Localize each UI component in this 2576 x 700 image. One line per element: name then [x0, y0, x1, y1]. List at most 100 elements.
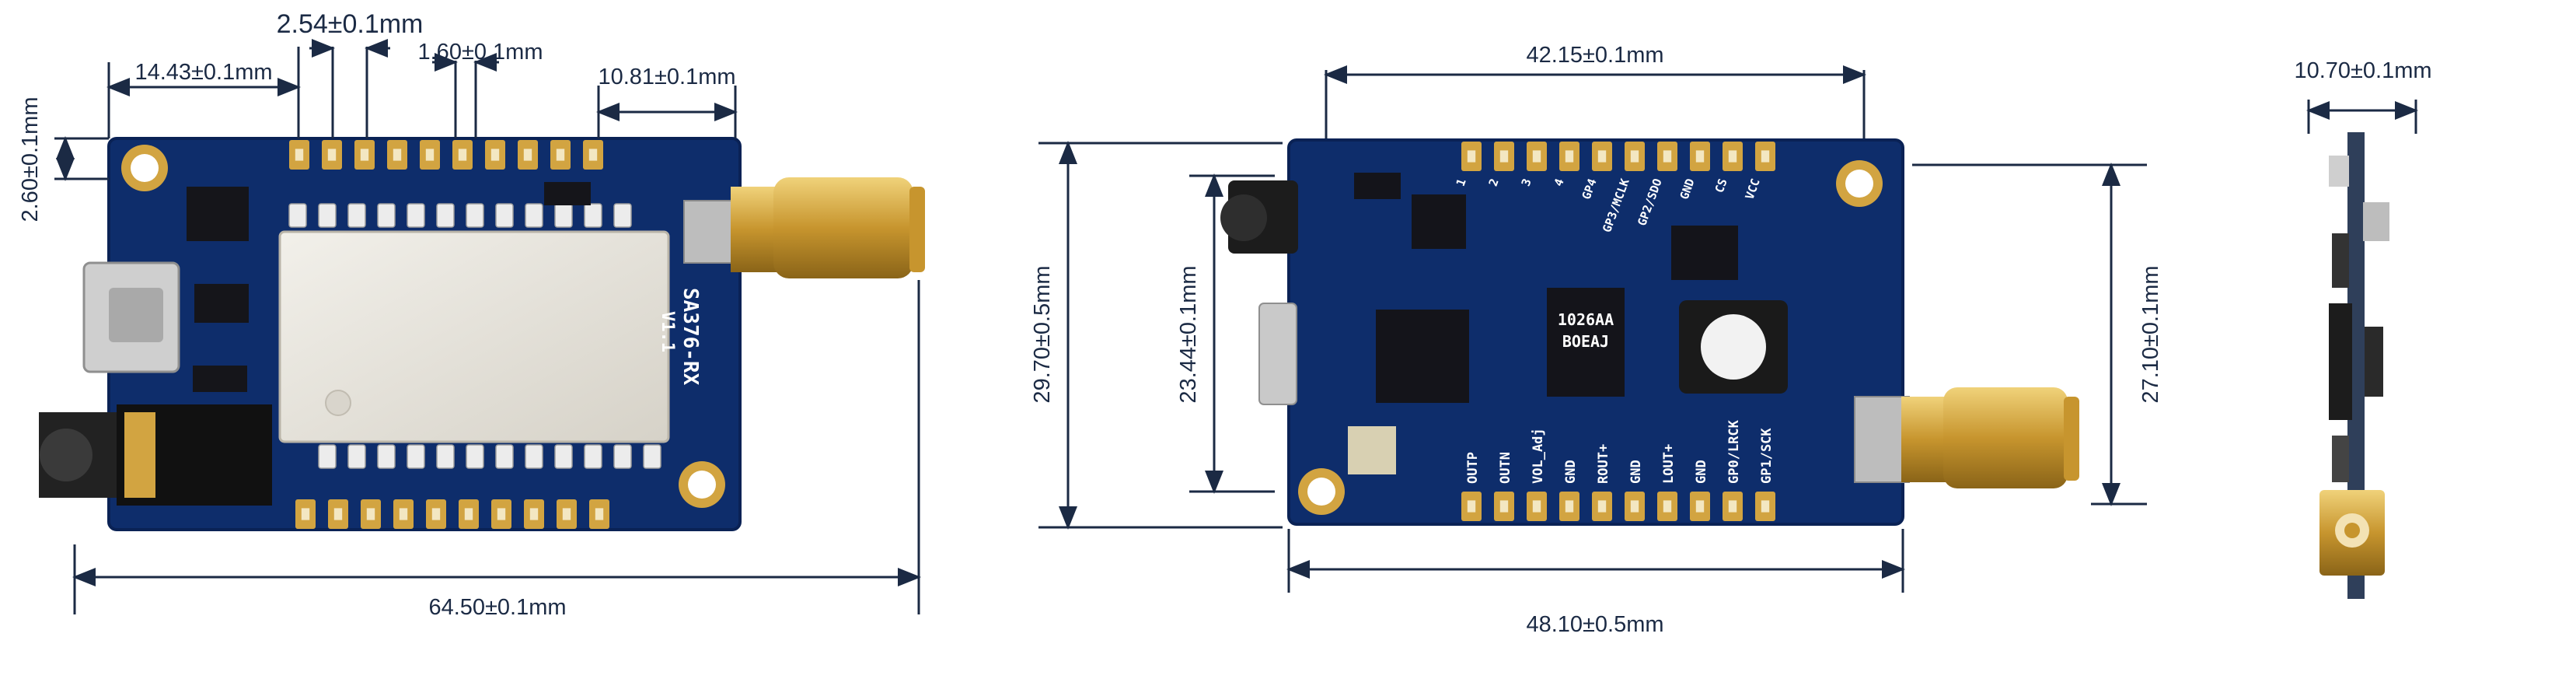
sma-antenna-connector — [683, 177, 925, 278]
header-pad — [459, 499, 479, 529]
shield-pins-bottom — [318, 444, 661, 469]
module-pin — [495, 203, 514, 228]
header-pad — [1559, 492, 1579, 521]
header-pad — [295, 499, 316, 529]
header-pad — [557, 499, 577, 529]
module-pin — [436, 203, 455, 228]
ic-chip — [1547, 288, 1625, 397]
module-pin — [407, 203, 425, 228]
pin-label: OUTN — [1498, 452, 1513, 484]
mounting-hole-icon — [1836, 160, 1883, 207]
module-pin — [584, 444, 602, 469]
side-component — [2363, 202, 2389, 241]
dim-bottom-width-label: 48.10±0.5mm — [1526, 612, 1663, 637]
pin-label: GP0/LRCK — [1726, 419, 1742, 484]
module-pin — [554, 203, 573, 228]
rf-shield-can — [278, 230, 670, 443]
module-pin — [377, 203, 396, 228]
header-pad — [426, 499, 446, 529]
top-view: SA376-RX V1.1 — [18, 9, 925, 620]
module-pin — [525, 203, 543, 228]
dimension-lines-top — [54, 39, 921, 614]
dim-right-height-label: 27.10±0.1mm — [2138, 265, 2163, 403]
ic-chip — [1671, 226, 1738, 280]
audio-jack — [39, 404, 272, 506]
dim-top-width-label: 42.15±0.1mm — [1526, 43, 1663, 68]
header-pad — [1625, 142, 1645, 171]
header-pad — [1625, 492, 1645, 521]
header-pad — [452, 140, 473, 170]
module-pin — [407, 444, 425, 469]
pin-label: VOL_Adj — [1531, 428, 1546, 484]
ic-chip — [1354, 173, 1401, 199]
pin-label: ROUT+ — [1596, 444, 1611, 484]
header-pad — [1494, 142, 1514, 171]
micro-usb-port — [82, 261, 180, 373]
header-pad — [322, 140, 342, 170]
header-pad — [1527, 142, 1547, 171]
header-pads-upper — [289, 140, 603, 170]
pin-label: OUTP — [1465, 452, 1481, 484]
module-pin — [436, 444, 455, 469]
ic-chip — [187, 187, 249, 241]
header-pad — [524, 499, 544, 529]
pin-label: GP1/SCK — [1759, 428, 1775, 484]
header-pad — [328, 499, 348, 529]
header-pad — [518, 140, 538, 170]
pin-label: CS — [1712, 177, 1730, 194]
module-pin — [318, 203, 337, 228]
dim-edge-offset-label: 2.60±0.1mm — [18, 97, 43, 222]
header-pad — [354, 140, 375, 170]
pin-label: GND — [1694, 460, 1709, 484]
header-pad — [491, 499, 511, 529]
dim-right-offset-label: 10.81±0.1mm — [598, 65, 735, 89]
rotary-switch-dial — [1701, 314, 1766, 380]
header-pads-lower — [1461, 492, 1775, 521]
ic-chip — [1348, 426, 1396, 474]
ic-chip — [193, 366, 247, 392]
module-pin — [288, 203, 307, 228]
header-pad — [1461, 492, 1482, 521]
pin-label: GND — [1628, 460, 1644, 484]
side-component — [2332, 436, 2349, 482]
audio-jack — [1220, 180, 1298, 254]
header-pad — [1755, 142, 1775, 171]
model-silkscreen: SA376-RX — [679, 288, 702, 386]
sma-antenna-connector — [1854, 387, 2079, 488]
header-pad — [1690, 492, 1710, 521]
chip-a-label: 1026AA — [1558, 310, 1614, 329]
header-pad — [1592, 142, 1612, 171]
dim-left-offset-label: 14.43±0.1mm — [134, 60, 272, 85]
header-pads-lower — [295, 499, 609, 529]
ic-chip — [1376, 310, 1469, 403]
sma-connector-end — [2319, 490, 2385, 576]
module-pin — [347, 203, 366, 228]
module-pin — [318, 444, 337, 469]
mounting-hole-icon — [1298, 468, 1345, 515]
module-pin — [377, 444, 396, 469]
side-component — [2365, 327, 2383, 397]
header-pad — [387, 140, 407, 170]
module-pin — [347, 444, 366, 469]
dimension-lines-side — [2306, 100, 2418, 134]
header-pad — [1657, 492, 1677, 521]
header-pad — [550, 140, 571, 170]
header-pad — [1755, 492, 1775, 521]
chip-b-label: BOEAJ — [1562, 332, 1609, 351]
ic-chip — [194, 284, 249, 323]
module-pin — [584, 203, 602, 228]
header-pad — [1559, 142, 1579, 171]
header-pads-upper — [1461, 142, 1775, 171]
header-pad — [485, 140, 505, 170]
micro-usb-port — [1258, 303, 1297, 405]
header-pad — [1657, 142, 1677, 171]
dimension-lines-bottom — [1038, 65, 2147, 593]
shield-pins-top — [288, 203, 632, 228]
header-pad — [1690, 142, 1710, 171]
header-pad — [289, 140, 309, 170]
header-pad — [1494, 492, 1514, 521]
header-pad — [1723, 492, 1743, 521]
module-pin — [525, 444, 543, 469]
